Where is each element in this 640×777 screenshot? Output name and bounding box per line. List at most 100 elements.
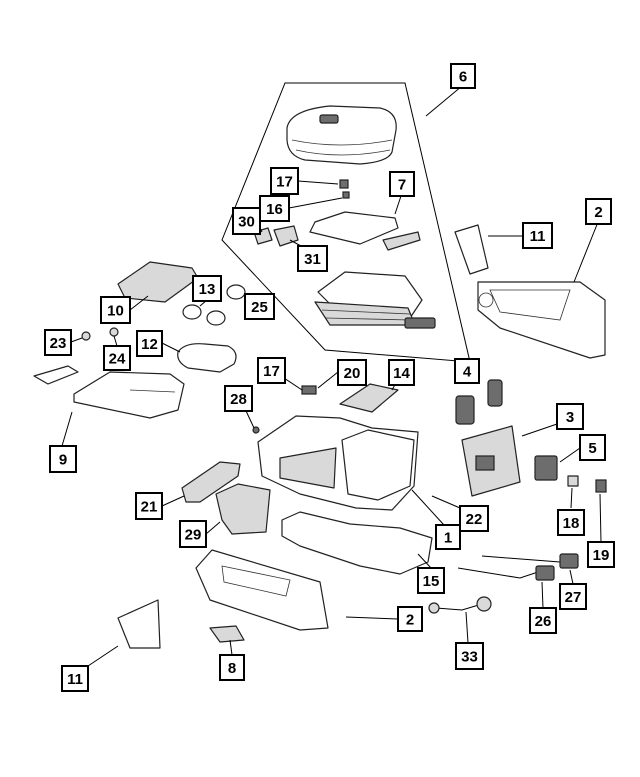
console-body	[257, 415, 419, 511]
callout-15: 15	[417, 567, 445, 594]
callout-label: 29	[185, 527, 202, 544]
callout-label: 2	[594, 204, 602, 221]
callout-label: 8	[228, 660, 236, 677]
callout-label: 5	[588, 440, 596, 457]
callout-18: 18	[557, 509, 585, 536]
callout-box	[244, 293, 275, 320]
callout-label: 23	[50, 335, 67, 352]
callout-23: 23	[44, 329, 72, 356]
callout-box	[61, 665, 89, 692]
callout-box	[389, 171, 415, 197]
callout-label: 31	[304, 251, 321, 268]
callout-4: 4	[454, 358, 480, 384]
callout-label: 11	[67, 671, 83, 688]
screw-part-28	[252, 426, 260, 434]
callout-label: 26	[535, 613, 552, 630]
callout-11: 11	[61, 665, 89, 692]
callout-box	[417, 567, 445, 594]
armrest-lid	[286, 105, 397, 165]
callout-box	[103, 345, 131, 371]
callout-label: 17	[276, 174, 293, 191]
callout-box	[556, 403, 584, 430]
callout-box	[454, 358, 480, 384]
callout-2: 2	[397, 606, 423, 632]
callout-9: 9	[49, 445, 77, 473]
callout-box	[529, 607, 557, 634]
callout-7: 7	[389, 171, 415, 197]
callout-label: 21	[141, 499, 158, 516]
trim-piece-lower	[117, 599, 161, 649]
callout-box	[192, 275, 222, 302]
side-trim-left	[195, 549, 329, 631]
callout-label: 4	[463, 364, 472, 381]
callout-box	[557, 509, 585, 536]
callout-label: 1	[444, 530, 452, 547]
callout-box	[270, 167, 299, 195]
cup-holder	[177, 343, 237, 373]
switch-parts	[455, 379, 503, 425]
callout-label: 9	[59, 452, 67, 469]
callout-12: 12	[136, 330, 163, 357]
callout-box	[136, 330, 163, 357]
callout-label: 22	[466, 511, 483, 528]
callout-25: 25	[244, 293, 275, 320]
callout-27: 27	[559, 583, 587, 610]
callout-box	[100, 296, 131, 324]
small-part-19	[595, 479, 607, 493]
small-part-18	[567, 475, 579, 487]
callout-14: 14	[388, 359, 415, 386]
callout-box	[337, 359, 367, 386]
callout-31: 31	[297, 245, 328, 272]
storage-bin	[314, 271, 436, 329]
lower-console	[281, 511, 433, 575]
callout-box	[44, 329, 72, 356]
callout-box	[585, 198, 612, 225]
callout-box	[49, 445, 77, 473]
callout-label: 14	[393, 365, 410, 382]
callout-label: 7	[398, 177, 406, 194]
callout-label: 2	[406, 612, 414, 629]
cable-part	[428, 596, 492, 614]
callout-box	[559, 583, 587, 610]
callout-box	[224, 385, 253, 412]
callout-19: 19	[587, 541, 615, 568]
callout-box	[135, 492, 163, 520]
callout-29: 29	[179, 520, 207, 548]
callout-5: 5	[579, 434, 606, 461]
screw-part	[81, 331, 91, 341]
cup-inserts	[182, 284, 246, 326]
small-tray	[33, 365, 79, 385]
callout-label: 17	[263, 363, 280, 380]
bin-mat	[339, 383, 399, 413]
callout-label: 13	[199, 281, 216, 298]
callout-3: 3	[556, 403, 584, 430]
front-bezel	[73, 371, 185, 419]
callout-label: 18	[563, 515, 580, 532]
callout-label: 10	[107, 303, 124, 320]
callout-box	[297, 245, 328, 272]
callout-box	[435, 524, 461, 550]
callout-13: 13	[192, 275, 222, 302]
callout-16: 16	[259, 195, 290, 222]
trim-piece-upper	[454, 224, 489, 275]
callout-label: 16	[266, 201, 283, 218]
pad-part	[209, 625, 245, 643]
outlet-plug	[534, 455, 558, 481]
side-trim-right	[477, 281, 606, 359]
side-trim-21	[181, 461, 241, 503]
callout-box	[450, 63, 476, 89]
callout-8: 8	[219, 654, 245, 681]
callout-box	[587, 541, 615, 568]
callout-1: 1	[435, 524, 461, 550]
callout-box	[455, 642, 484, 670]
callout-box	[579, 434, 606, 461]
callout-label: 25	[251, 299, 268, 316]
callout-label: 27	[565, 589, 582, 606]
callout-26: 26	[529, 607, 557, 634]
callout-2: 2	[585, 198, 612, 225]
callout-label: 19	[593, 547, 610, 564]
callout-24: 24	[103, 345, 131, 371]
plug-part	[109, 327, 119, 337]
